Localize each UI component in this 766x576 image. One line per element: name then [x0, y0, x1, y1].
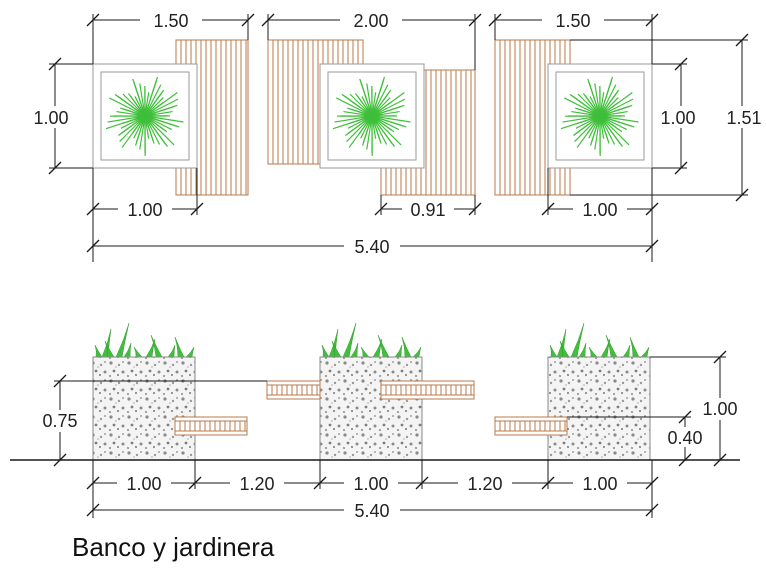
planter-elevation-right — [547, 356, 651, 461]
planter-elevation-left — [92, 356, 196, 461]
dim-right-inner-height: 1.00 — [652, 57, 703, 175]
dim-label: 0.75 — [42, 411, 77, 431]
dim-top-center: 2.00 — [261, 10, 482, 70]
dim-top-left: 1.50 — [86, 10, 255, 64]
planter-plan-right — [547, 63, 653, 169]
plant-icon — [560, 76, 639, 157]
dim-plan-total: 5.40 — [86, 236, 659, 258]
dim-label: 2.00 — [353, 11, 388, 31]
dim-label: 1.00 — [126, 474, 161, 494]
plant-icon — [105, 76, 184, 157]
dim-bottom-right: 1.00 — [541, 168, 659, 262]
dim-left-height: 1.00 — [24, 57, 93, 175]
dim-elev-total: 5.40 — [86, 500, 659, 522]
dim-top-right: 1.50 — [488, 10, 659, 64]
dim-label: 1.00 — [127, 200, 162, 220]
dim-elev-right-height: 1.00 — [650, 350, 746, 467]
bench-plan-left — [175, 39, 249, 196]
dim-bottom-center: 0.91 — [374, 195, 482, 220]
dim-label: 0.40 — [667, 428, 702, 448]
planter-elevation-center — [319, 356, 423, 461]
bench-elevation-1 — [174, 416, 248, 436]
dim-label: 1.20 — [239, 474, 274, 494]
grass-icon — [549, 322, 650, 358]
dim-label: 1.00 — [582, 200, 617, 220]
bench-elevation-4 — [494, 416, 568, 436]
dim-bottom-left: 1.00 — [86, 168, 204, 262]
dim-label: 5.40 — [354, 237, 389, 257]
grass-icon — [94, 322, 195, 358]
dim-label: 1.50 — [555, 11, 590, 31]
dim-label: 0.91 — [410, 200, 445, 220]
bench-elevation-2 — [266, 380, 321, 400]
dim-elev-left-height: 0.75 — [34, 374, 267, 467]
dim-label: 1.20 — [467, 474, 502, 494]
planter-plan-left — [92, 63, 198, 169]
dim-elev-segments: 1.00 1.20 1.00 1.20 1.00 — [86, 460, 659, 518]
planter-plan-center — [319, 63, 425, 169]
grass-icon — [321, 322, 422, 358]
plant-icon — [332, 76, 411, 157]
bench-elevation-3 — [380, 380, 475, 400]
dim-right-outer-height: 1.51 — [570, 33, 766, 202]
drawing-caption: Banco y jardinera — [72, 532, 275, 562]
dim-label: 1.00 — [353, 474, 388, 494]
dim-label: 1.00 — [582, 474, 617, 494]
dim-label: 1.00 — [660, 108, 695, 128]
dim-label: 1.50 — [153, 11, 188, 31]
dim-label: 1.00 — [702, 399, 737, 419]
dim-label: 5.40 — [354, 501, 389, 521]
dim-label: 1.51 — [726, 108, 761, 128]
dim-elev-seat-height: 0.40 — [567, 410, 710, 467]
dim-label: 1.00 — [33, 108, 68, 128]
